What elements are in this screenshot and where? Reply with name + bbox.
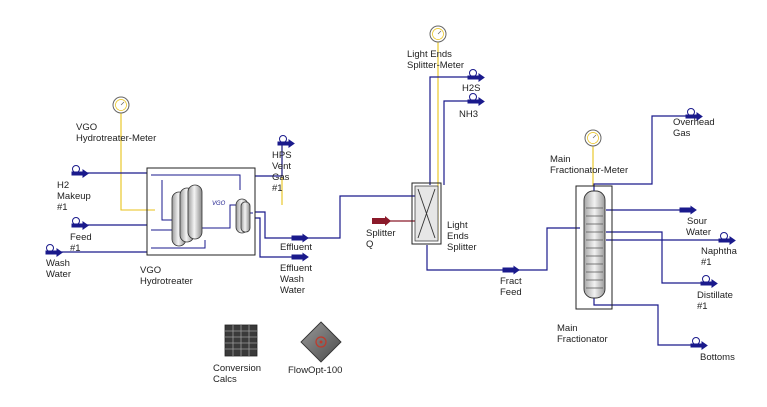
fract-feed-label-1: Fract <box>500 276 522 287</box>
h2-makeup-stream-icon <box>71 165 89 178</box>
main-meter-label-2: Fractionator-Meter <box>550 165 628 176</box>
hps-vent-label-2: Vent <box>272 161 291 172</box>
effluent-wash-label-2: Wash <box>280 274 304 285</box>
naphtha-label-1: Naphtha <box>701 246 738 257</box>
nh3-label: NH3 <box>459 109 478 120</box>
light-ends-meter-label-2: Splitter-Meter <box>407 60 464 71</box>
sour-water-label-2: Water <box>686 227 711 238</box>
overhead-gas-label-1: Overhead <box>673 117 715 128</box>
distillate-stream-icon <box>700 275 718 288</box>
vgo-tag: VGO <box>212 201 226 207</box>
effluent-wash-label-1: Effluent <box>280 263 312 274</box>
effluent-wash-stream-icon <box>291 252 309 262</box>
flowopt-icon[interactable] <box>300 321 342 363</box>
spreadsheet-icon[interactable] <box>224 324 258 357</box>
hps-vent-label-4: #1 <box>272 183 283 194</box>
splitter-q-label-1: Splitter <box>366 228 396 239</box>
conversion-calcs-label-1: Conversion <box>213 363 261 374</box>
h2s-stream-icon <box>467 69 485 82</box>
vgo-hydrotreater-label-2: Hydrotreater <box>140 276 193 287</box>
main-fractionator-meter-icon[interactable] <box>584 129 602 147</box>
sour-water-label-1: Sour <box>687 216 707 227</box>
feed-label-1: Feed <box>70 232 92 243</box>
nh3-stream-icon <box>467 93 485 106</box>
light-ends-meter-icon[interactable] <box>429 25 447 43</box>
wash-water-label-2: Water <box>46 269 71 280</box>
h2-makeup-label-2: Makeup <box>57 191 91 202</box>
feed-label-2: #1 <box>70 243 81 254</box>
splitter-q-energy-icon[interactable] <box>372 216 391 226</box>
feed-stream-icon <box>71 217 89 230</box>
vgo-meter-label-2: Hydrotreater-Meter <box>76 133 156 144</box>
fract-feed-label-2: Feed <box>500 287 522 298</box>
light-ends-splitter-label-3: Splitter <box>447 242 477 253</box>
light-ends-meter-label-1: Light Ends <box>407 49 452 60</box>
hps-vent-label-3: Gas <box>272 172 290 183</box>
vgo-meter-icon[interactable] <box>112 96 130 114</box>
bottoms-stream-icon <box>690 337 708 350</box>
hps-vent-label-1: HPS <box>272 150 292 161</box>
naphtha-stream-icon <box>718 232 736 245</box>
effluent-wash-label-3: Water <box>280 285 305 296</box>
vgo-hydrotreater-label-1: VGO <box>140 265 161 276</box>
h2-makeup-label-3: #1 <box>57 202 68 213</box>
wash-water-label-1: Wash <box>46 258 70 269</box>
distillate-label-1: Distillate <box>697 290 733 301</box>
main-fractionator-block[interactable] <box>575 185 613 310</box>
overhead-gas-stream-icon <box>685 108 703 121</box>
conversion-calcs-label-2: Calcs <box>213 374 237 385</box>
vgo-meter-label-1: VGO <box>76 122 97 133</box>
light-ends-splitter-block[interactable] <box>411 182 442 245</box>
light-ends-splitter-label-1: Light <box>447 220 468 231</box>
light-ends-splitter-label-2: Ends <box>447 231 469 242</box>
h2-makeup-label-1: H2 <box>57 180 69 191</box>
vgo-hydrotreater-block[interactable]: VGO <box>146 167 256 256</box>
labels: VGO Hydrotreater-Meter H2 Makeup #1 Feed… <box>46 49 738 385</box>
main-fractionator-label-2: Fractionator <box>557 334 608 345</box>
effluent-stream-icon <box>291 233 309 243</box>
effluent-label: Effluent <box>280 242 312 253</box>
main-meter-label-1: Main <box>550 154 571 165</box>
distillate-label-2: #1 <box>697 301 708 312</box>
process-pipes <box>54 76 720 346</box>
h2s-label: H2S <box>462 83 480 94</box>
overhead-gas-label-2: Gas <box>673 128 691 139</box>
bottoms-label: Bottoms <box>700 352 735 363</box>
wash-water-stream-icon <box>45 244 63 257</box>
flowopt-label: FlowOpt-100 <box>288 365 342 376</box>
fract-feed-stream-icon <box>502 265 520 275</box>
main-fractionator-label-1: Main <box>557 323 578 334</box>
hps-vent-stream-icon <box>277 135 295 148</box>
naphtha-label-2: #1 <box>701 257 712 268</box>
stream-arrow-icons[interactable] <box>45 69 736 350</box>
sour-water-stream-icon <box>679 205 697 215</box>
splitter-q-label-2: Q <box>366 239 373 250</box>
